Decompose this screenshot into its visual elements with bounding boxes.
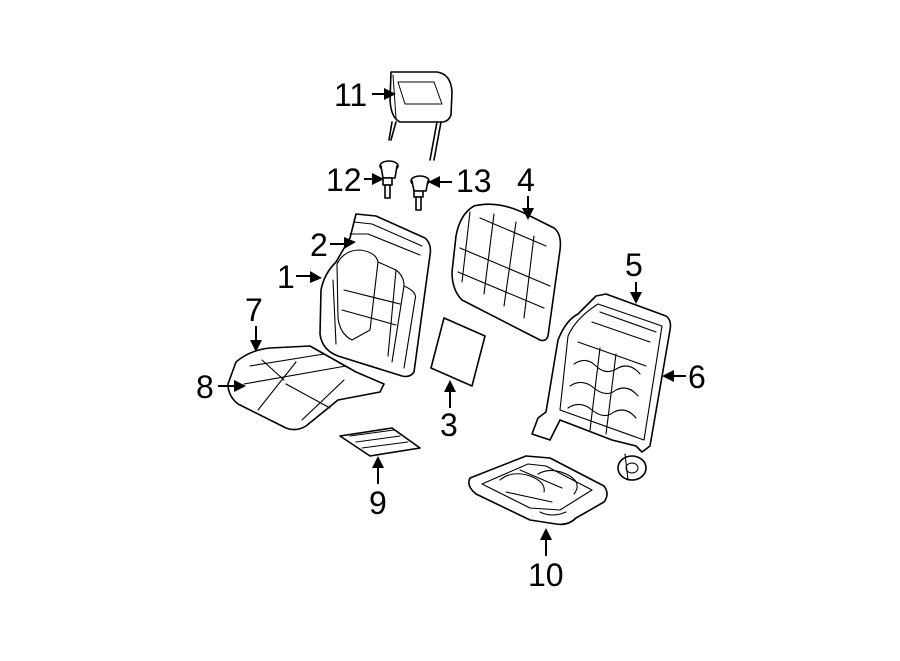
- callout-numbers: 11 12 13 4 2 1 5 6 7 8 3 9 10: [196, 77, 706, 593]
- headrest-guide-right[interactable]: [410, 175, 430, 211]
- seat-back-frame[interactable]: [531, 293, 672, 481]
- callout-9[interactable]: 9: [369, 485, 387, 521]
- callout-10[interactable]: 10: [528, 557, 564, 593]
- back-panel[interactable]: [430, 317, 486, 387]
- seat-back-cover[interactable]: [319, 213, 432, 378]
- callout-3[interactable]: 3: [440, 407, 458, 443]
- callout-8[interactable]: 8: [196, 369, 214, 405]
- headrest-guide-left[interactable]: [379, 160, 399, 199]
- callout-5[interactable]: 5: [625, 247, 643, 283]
- callout-12[interactable]: 12: [326, 162, 362, 198]
- callout-6[interactable]: 6: [688, 359, 706, 395]
- callout-11[interactable]: 11: [334, 77, 367, 113]
- seat-back-pad[interactable]: [451, 203, 562, 342]
- headrest[interactable]: [388, 71, 453, 161]
- cushion-pad-sheet[interactable]: [339, 427, 421, 457]
- callout-1[interactable]: 1: [277, 259, 295, 295]
- callout-13[interactable]: 13: [456, 163, 492, 199]
- callout-4[interactable]: 4: [517, 162, 535, 198]
- callout-arrows: [218, 88, 686, 556]
- callout-2[interactable]: 2: [310, 227, 328, 263]
- seat-cushion-pad[interactable]: [468, 455, 608, 526]
- seat-cushion-cover[interactable]: [227, 345, 385, 431]
- callout-7[interactable]: 7: [245, 292, 263, 328]
